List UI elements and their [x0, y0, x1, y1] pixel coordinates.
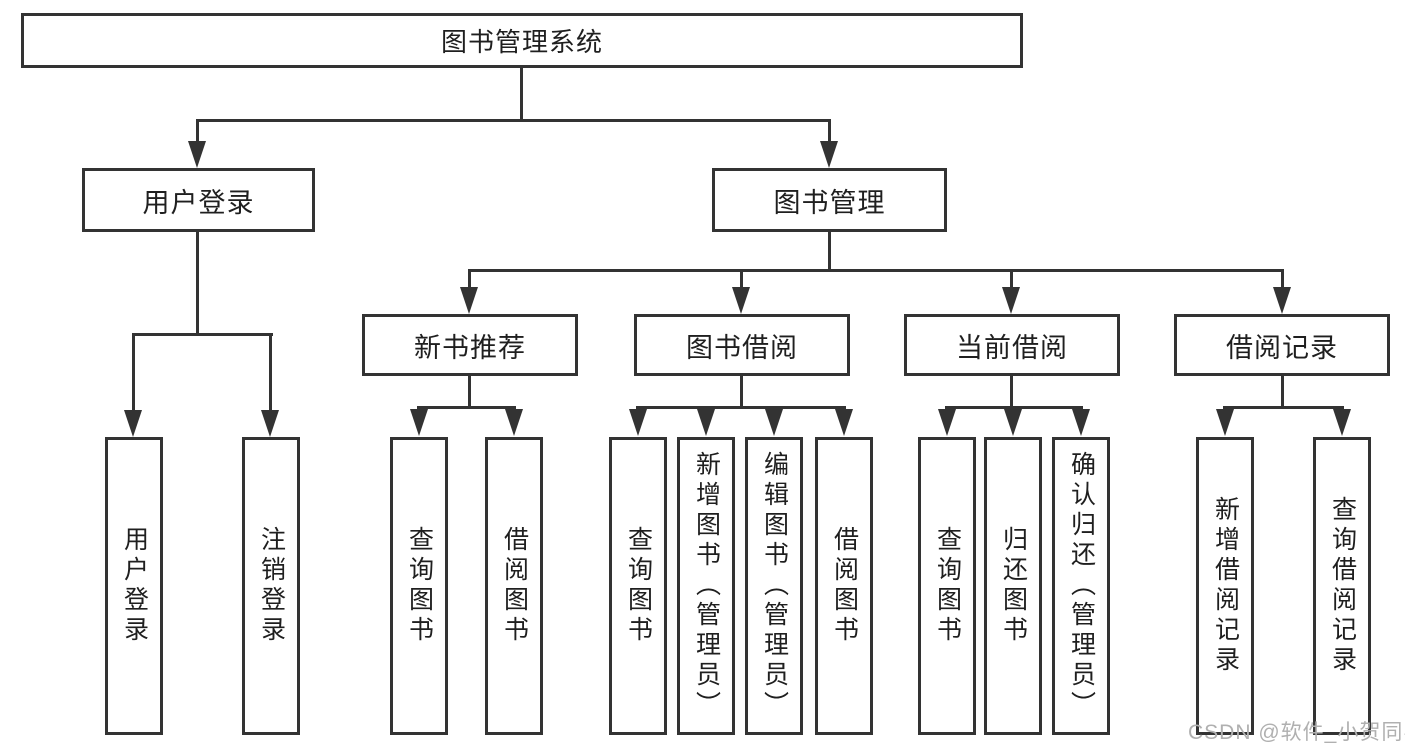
leaf-borrow-books-recommend: 借阅图书 — [485, 437, 543, 735]
connector — [269, 333, 272, 413]
arrow-down-icon — [1273, 287, 1291, 314]
connector — [1281, 269, 1284, 290]
arrow-down-icon — [261, 410, 279, 437]
connector — [740, 376, 743, 409]
connector — [1281, 376, 1284, 409]
connector — [520, 68, 523, 122]
connector — [468, 376, 471, 409]
connector — [417, 406, 516, 409]
node-borrowing-records: 借阅记录 — [1174, 314, 1390, 376]
arrow-down-icon — [1216, 409, 1234, 436]
connector — [132, 333, 273, 336]
leaf-edit-book-admin: 编辑图书（管理员） — [745, 437, 803, 735]
leaf-query-books-recommend: 查询图书 — [390, 437, 448, 735]
connector — [828, 119, 831, 145]
arrow-down-icon — [505, 409, 523, 436]
arrow-down-icon — [820, 141, 838, 168]
leaf-confirm-return-admin: 确认归还（管理员） — [1052, 437, 1110, 735]
arrow-down-icon — [629, 409, 647, 436]
connector — [828, 230, 831, 272]
watermark: CSDN @软件_小贺同学 — [1188, 721, 1405, 744]
connector — [196, 119, 199, 145]
node-library-management-system: 图书管理系统 — [21, 13, 1023, 68]
arrow-down-icon — [410, 409, 428, 436]
arrow-down-icon — [1072, 409, 1090, 436]
connector — [1223, 406, 1344, 409]
arrow-down-icon — [1333, 409, 1351, 436]
arrow-down-icon — [835, 409, 853, 436]
leaf-query-borrow-record: 查询借阅记录 — [1313, 437, 1371, 735]
connector — [132, 333, 135, 413]
arrow-down-icon — [1004, 409, 1022, 436]
arrow-down-icon — [188, 141, 206, 168]
connector — [945, 406, 1083, 409]
arrow-down-icon — [732, 287, 750, 314]
leaf-query-books-borrowing: 查询图书 — [609, 437, 667, 735]
leaf-add-book-admin: 新增图书（管理员） — [677, 437, 735, 735]
arrow-down-icon — [1002, 287, 1020, 314]
connector — [1010, 376, 1013, 409]
arrow-down-icon — [765, 409, 783, 436]
connector — [196, 119, 831, 122]
leaf-user-login: 用户登录 — [105, 437, 163, 735]
leaf-return-book: 归还图书 — [984, 437, 1042, 735]
node-book-borrowing: 图书借阅 — [634, 314, 850, 376]
node-new-book-recommendation: 新书推荐 — [362, 314, 578, 376]
connector — [636, 406, 846, 409]
leaf-add-borrow-record: 新增借阅记录 — [1196, 437, 1254, 735]
arrow-down-icon — [938, 409, 956, 436]
node-book-management: 图书管理 — [712, 168, 947, 232]
connector — [468, 269, 1284, 272]
arrow-down-icon — [460, 287, 478, 314]
leaf-borrow-books-borrowing: 借阅图书 — [815, 437, 873, 735]
node-current-borrowing: 当前借阅 — [904, 314, 1120, 376]
connector — [740, 269, 743, 290]
connector — [468, 269, 471, 290]
arrow-down-icon — [697, 409, 715, 436]
connector — [1010, 269, 1013, 290]
node-user-login: 用户登录 — [82, 168, 315, 232]
leaf-logout: 注销登录 — [242, 437, 300, 735]
connector — [196, 230, 199, 336]
arrow-down-icon — [124, 410, 142, 437]
leaf-query-books-current: 查询图书 — [918, 437, 976, 735]
